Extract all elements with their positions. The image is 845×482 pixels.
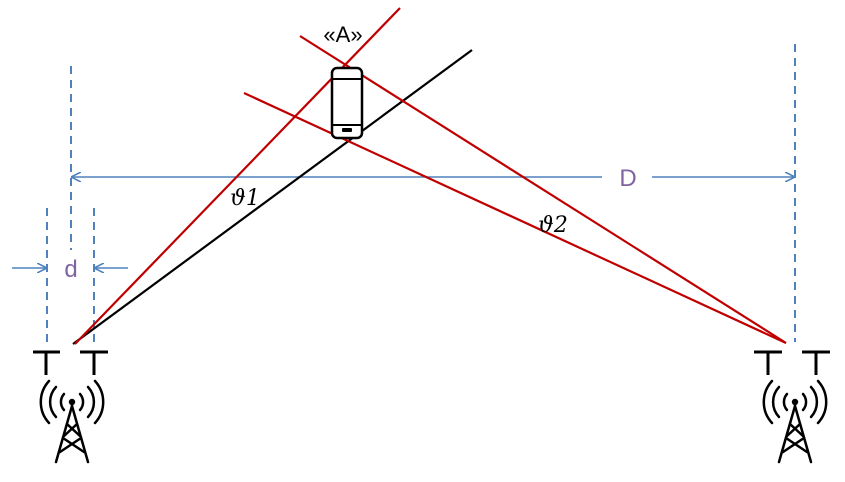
smartphone-icon: [330, 66, 364, 140]
antenna-t-icon-right-2: [802, 350, 830, 375]
distance-D-label: D: [619, 165, 636, 192]
antenna-t-icon-left-2: [80, 350, 108, 375]
device-label: «A»: [323, 22, 362, 47]
distance-d-label: d: [64, 256, 77, 283]
radio-tower-icon-left: [39, 379, 105, 464]
angle-theta1-label: ϑ1: [230, 186, 260, 211]
antenna-t-icon-left-1: [33, 350, 60, 375]
red-line-left: [74, 7, 401, 345]
red-line-right-upper: [299, 35, 787, 344]
red-line-right-lower: [243, 92, 787, 344]
angle-theta2-label: ϑ2: [538, 213, 568, 238]
antenna-t-icon-right-1: [754, 350, 782, 375]
signal-lines: [72, 7, 787, 345]
black-line-left: [72, 49, 473, 345]
dashed-reference-lines: [46, 44, 796, 342]
radio-tower-icon-right: [762, 379, 828, 464]
